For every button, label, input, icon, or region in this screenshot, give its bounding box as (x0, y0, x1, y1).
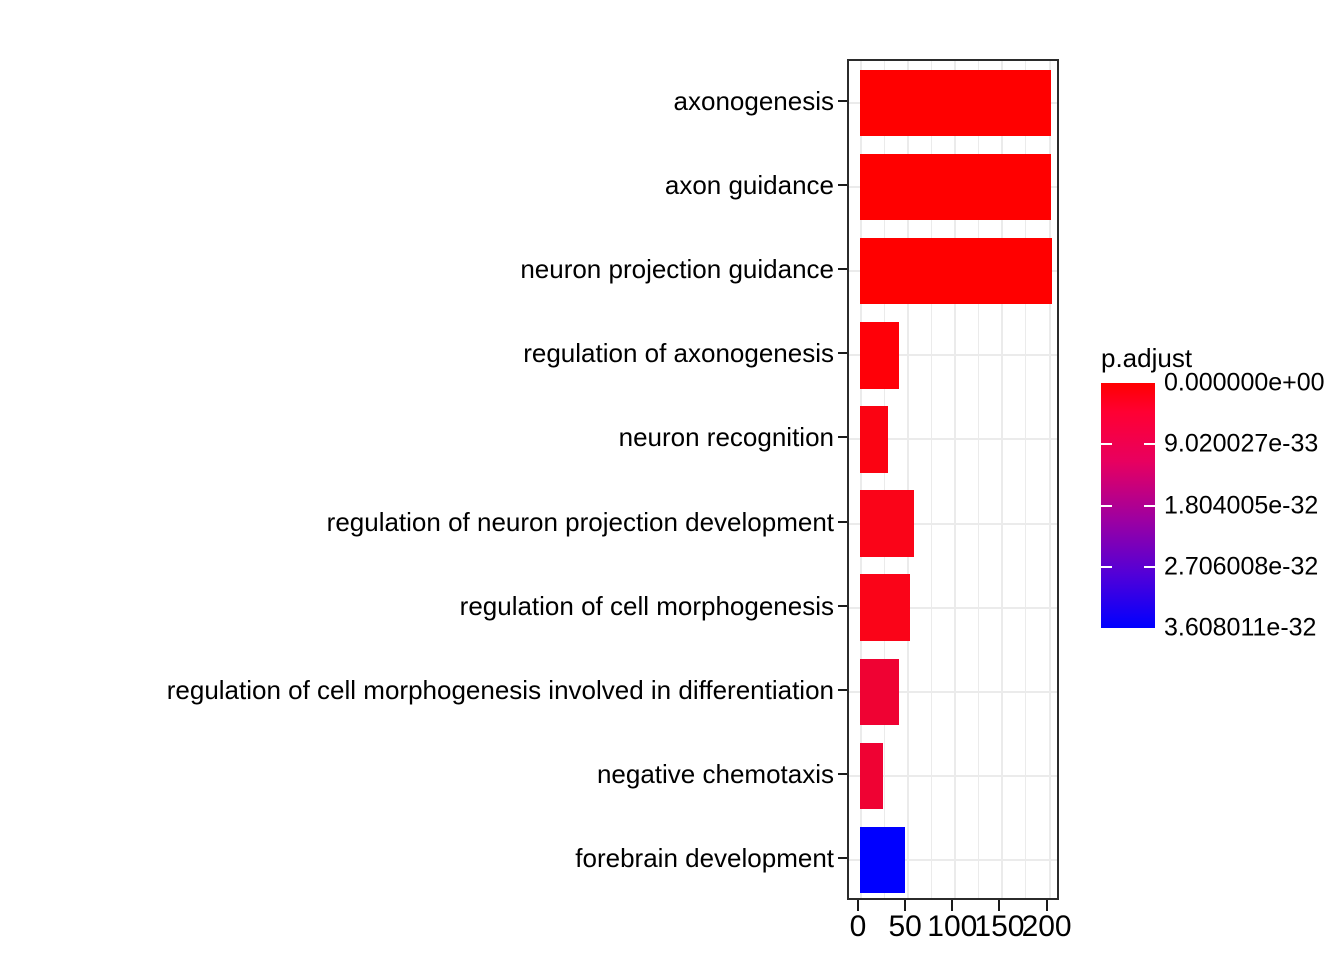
x-axis-tick-mark (904, 900, 907, 911)
gridline-vertical (930, 61, 932, 898)
bar[interactable] (860, 322, 899, 389)
x-axis-tick-label: 0 (849, 910, 867, 943)
y-axis-tick-mark (838, 688, 847, 691)
gridline-vertical (907, 61, 910, 898)
legend-colorbar (1101, 383, 1155, 628)
y-axis-label-row: forebrain development (0, 816, 847, 900)
y-axis-label: regulation of cell morphogenesis involve… (166, 674, 834, 705)
gridline-vertical (954, 61, 957, 898)
y-axis-label-row: axon guidance (0, 143, 847, 227)
y-axis-label-row: regulation of axonogenesis (0, 311, 847, 395)
y-axis-tick-mark (838, 856, 847, 859)
y-axis-label-row: regulation of cell morphogenesis (0, 564, 847, 648)
gridline-horizontal (849, 354, 1057, 357)
x-axis-tick-mark (857, 900, 859, 911)
legend-tick-mark (1144, 565, 1155, 568)
bar[interactable] (860, 238, 1053, 305)
bar[interactable] (860, 153, 1052, 221)
y-axis-label: forebrain development (575, 842, 834, 873)
legend-label: 2.706008e-32 (1164, 552, 1319, 581)
bar[interactable] (860, 658, 899, 725)
y-axis-label: axonogenesis (673, 86, 834, 117)
bar[interactable] (860, 826, 906, 894)
y-axis-label-row: regulation of neuron projection developm… (0, 480, 847, 564)
legend-tick-mark (1144, 504, 1155, 507)
y-axis-label: neuron recognition (618, 422, 834, 453)
x-axis-tick-label: 200 (1021, 910, 1072, 943)
y-axis-label-row: negative chemotaxis (0, 732, 847, 816)
y-axis-tick-mark (838, 520, 847, 523)
x-axis-tick-mark (951, 900, 954, 911)
gridline-horizontal (849, 690, 1057, 693)
gridline-vertical (1025, 61, 1027, 898)
gridline-horizontal (849, 774, 1057, 777)
y-axis-tick-mark (838, 604, 847, 607)
bar[interactable] (860, 69, 1052, 137)
gridline-vertical (1001, 61, 1004, 898)
legend-tick-mark (1101, 443, 1112, 446)
y-axis-label: regulation of neuron projection developm… (326, 506, 834, 537)
y-axis-label: neuron projection guidance (520, 254, 834, 285)
y-axis-label-row: axonogenesis (0, 59, 847, 143)
x-axis-tick-label: 150 (974, 910, 1025, 943)
legend-label: 3.608011e-32 (1164, 613, 1317, 642)
gridline-vertical (860, 61, 862, 898)
legend-tick-mark (1101, 565, 1112, 568)
gridline-horizontal (849, 438, 1057, 441)
gridline-vertical (1048, 61, 1051, 898)
legend-label: 9.020027e-33 (1164, 429, 1319, 458)
y-axis-label: regulation of axonogenesis (523, 338, 834, 369)
y-axis-label: axon guidance (664, 170, 834, 201)
y-axis-tick-mark (838, 268, 847, 271)
gridline-horizontal (849, 606, 1057, 609)
y-axis-tick-mark (838, 436, 847, 439)
legend-body: 0.000000e+00 9.020027e-33 1.804005e-32 2.70… (1101, 370, 1344, 640)
y-axis-tick-mark (838, 772, 847, 775)
bar[interactable] (860, 490, 914, 557)
bar-series (849, 61, 1057, 898)
gridline-horizontal (849, 522, 1057, 525)
y-axis-labels: axonogenesis axon guidance neuron projecti… (0, 59, 847, 900)
y-axis-tick-mark (838, 100, 847, 103)
y-axis-label: negative chemotaxis (596, 758, 834, 789)
plot-panel (847, 59, 1059, 900)
legend-tick-mark (1144, 443, 1155, 446)
bar[interactable] (860, 742, 883, 810)
bar[interactable] (860, 574, 910, 641)
x-axis-tick-label: 50 (888, 910, 922, 943)
gridline-vertical (977, 61, 979, 898)
legend-label: 1.804005e-32 (1164, 491, 1319, 519)
x-axis-tick-mark (998, 900, 1001, 911)
legend-label: 0.000000e+00 (1164, 368, 1325, 397)
x-axis-tick-label: 100 (927, 910, 978, 943)
y-axis-label-row: neuron recognition (0, 395, 847, 479)
bar[interactable] (860, 406, 889, 473)
y-axis-tick-mark (838, 352, 847, 355)
legend-labels: 0.000000e+00 9.020027e-33 1.804005e-32 2.70… (1155, 370, 1344, 640)
x-axis-tick-mark (1045, 900, 1048, 911)
gridline-horizontal (849, 858, 1057, 861)
gridline-vertical (883, 61, 885, 898)
y-axis-label-row: neuron projection guidance (0, 227, 847, 311)
y-axis-tick-mark (838, 184, 847, 187)
legend: p.adjust 0.000000e+00 9.020027e-33 1.80400… (1101, 343, 1344, 640)
legend-tick-mark (1101, 504, 1112, 507)
legend-title: p.adjust (1101, 343, 1193, 373)
y-axis-label: regulation of cell morphogenesis (459, 590, 834, 621)
y-axis-label-row: regulation of cell morphogenesis involve… (0, 648, 847, 732)
